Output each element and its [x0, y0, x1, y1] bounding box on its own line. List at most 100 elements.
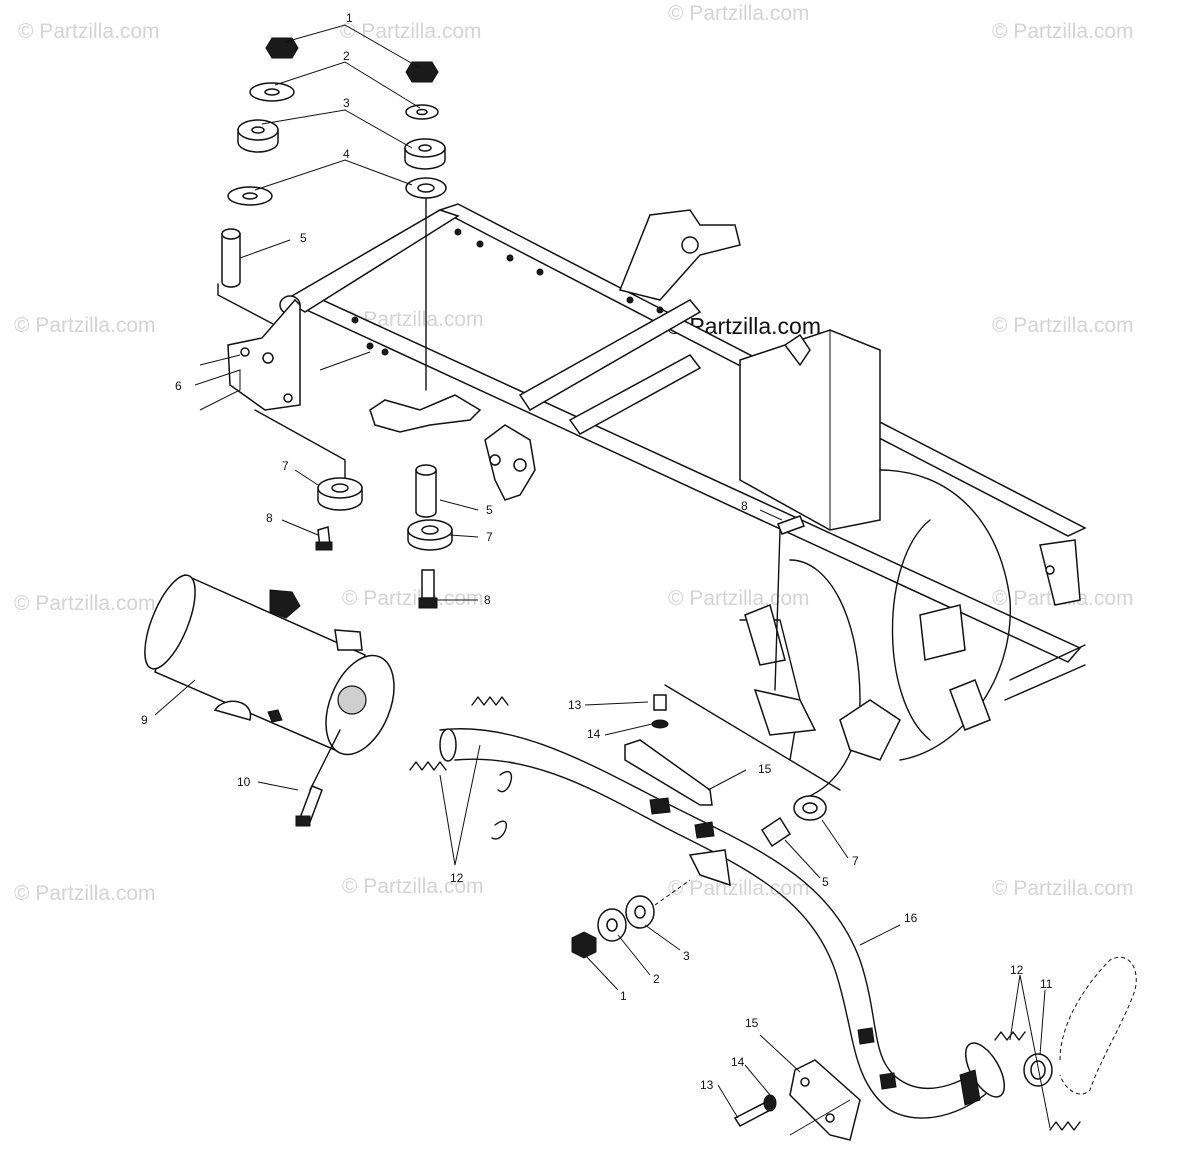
callout-13-bottom: 13: [700, 1078, 714, 1092]
muffler-front-cap: [144, 574, 196, 670]
callout-13-mid: 13: [568, 698, 582, 712]
callout-3-bottom: 3: [683, 949, 690, 963]
frame-box: [739, 329, 881, 531]
frame-lower-cross-2: [568, 354, 702, 435]
frame-mount-bracket: [369, 394, 482, 433]
leader-lines: [154, 24, 1051, 1136]
bottom-bracket-hardware: [733, 1059, 861, 1141]
pipe-clamp-3: [857, 1027, 875, 1045]
frame-filler-neck: [783, 333, 811, 367]
watermark-layer: © Partzilla.com © Partzilla.com © Partzi…: [14, 2, 1134, 905]
callout-2-bottom: 2: [653, 972, 660, 986]
washer-14-mid: [651, 719, 669, 729]
watermark-row2-right: © Partzilla.com: [992, 314, 1134, 337]
muffler-clip: [334, 629, 363, 651]
callout-8-mid: 8: [484, 593, 491, 607]
pipe-outer-bottom: [454, 758, 1001, 1119]
nut-left-top: [265, 37, 299, 59]
watermark-row3-center: © Partzilla.com: [342, 587, 484, 610]
callout-10: 10: [237, 775, 251, 789]
engine-lug: [839, 699, 901, 761]
watermark-top-left: © Partzilla.com: [18, 20, 160, 43]
callout-15-mid: 15: [758, 762, 772, 776]
left-mount-stack: [217, 37, 299, 339]
bolt-13-mid: [653, 694, 667, 711]
callout-8-left: 8: [266, 511, 273, 525]
callout-7-mid: 7: [486, 530, 493, 544]
watermark-row3-left: © Partzilla.com: [14, 592, 156, 615]
callout-15-bottom: 15: [745, 1016, 759, 1030]
frame-assembly: [279, 203, 1087, 801]
muffler-tab: [269, 589, 301, 619]
mid-bracket-hardware: [624, 694, 713, 806]
frame-rear-tube: [1004, 644, 1086, 701]
watermark-top-center-right: © Partzilla.com: [668, 2, 810, 25]
callout-8-right: 8: [741, 499, 748, 513]
callout-12-mid: 12: [450, 871, 464, 885]
engine-lug-3: [744, 603, 786, 666]
frame-rear-lug: [949, 679, 991, 731]
watermark-row4-right: © Partzilla.com: [992, 877, 1134, 900]
right-bolt: [664, 515, 841, 791]
watermark-top-right: © Partzilla.com: [992, 20, 1134, 43]
frame-lug: [484, 424, 536, 501]
frame-holes: [351, 228, 664, 356]
callout-1-top: 1: [346, 11, 353, 25]
heat-shield-plate: [227, 298, 301, 411]
engine-outline-inner: [891, 519, 931, 741]
nut-center-top: [405, 61, 439, 83]
springs: [409, 696, 1081, 1131]
exhaust-manifold-outline: [1059, 956, 1137, 1095]
callout-5-right: 5: [822, 875, 829, 889]
watermark-row4-center-right: © Partzilla.com: [668, 877, 810, 900]
muffler-fin: [213, 700, 252, 721]
pipe-clamp-4: [879, 1072, 897, 1090]
frame-lower-cross: [518, 299, 702, 412]
washer-14-bottom: [763, 1094, 777, 1112]
callout-5-mid: 5: [486, 503, 493, 517]
watermark-row4-left: © Partzilla.com: [14, 882, 156, 905]
spacer-left-top: [221, 233, 241, 288]
pipe-inlet: [439, 728, 457, 762]
callout-1-bottom: 1: [620, 989, 627, 1003]
nut-1-bottom: [571, 931, 597, 959]
pipe-clamp-2: [694, 821, 715, 839]
watermark-row4-center: © Partzilla.com: [342, 875, 484, 898]
exhaust-pipe: [439, 728, 1006, 1119]
left-lower-hardware: [254, 409, 363, 551]
callout-5-top: 5: [300, 231, 307, 245]
pipe-outer-top: [439, 728, 991, 1089]
frame-rear-bracket: [1039, 539, 1081, 606]
center-mount-stack: [404, 61, 447, 391]
spring-12-c: [994, 1031, 1026, 1041]
callout-3-top: 3: [343, 96, 350, 110]
callout-9: 9: [141, 713, 148, 727]
engine-lug-2: [753, 688, 817, 736]
callout-7-right: 7: [852, 854, 859, 868]
pipe-bracket: [688, 849, 731, 887]
callout-14-bottom: 14: [731, 1055, 745, 1069]
callout-4-top: 4: [343, 147, 350, 161]
frame-cross-member: [283, 209, 460, 313]
callout-14-mid: 14: [587, 727, 601, 741]
pipe-clamp-1: [649, 797, 671, 815]
frame-upper-bracket: [618, 209, 741, 301]
spring-12-b: [409, 761, 447, 771]
bolt-8-center: [421, 569, 435, 599]
callout-16: 16: [904, 911, 918, 925]
callout-6: 6: [175, 379, 182, 393]
muffler-assembly: [144, 573, 395, 827]
spacer-5-center: [415, 469, 437, 518]
spring-12-d: [1049, 1121, 1081, 1131]
watermark-top-center: © Partzilla.com: [340, 20, 482, 43]
pipe-spring-tab: [959, 1069, 981, 1106]
gasket-manifold: [1023, 956, 1137, 1095]
callout-7-left: 7: [282, 459, 289, 473]
right-pipe-hardware: [760, 795, 827, 848]
center-lower-hardware: [407, 464, 453, 609]
spacer-5-right: [760, 816, 792, 848]
watermark-row2-left: © Partzilla.com: [14, 314, 156, 337]
watermark-row3-center-right: © Partzilla.com: [668, 587, 810, 610]
callout-2-top: 2: [343, 49, 350, 63]
